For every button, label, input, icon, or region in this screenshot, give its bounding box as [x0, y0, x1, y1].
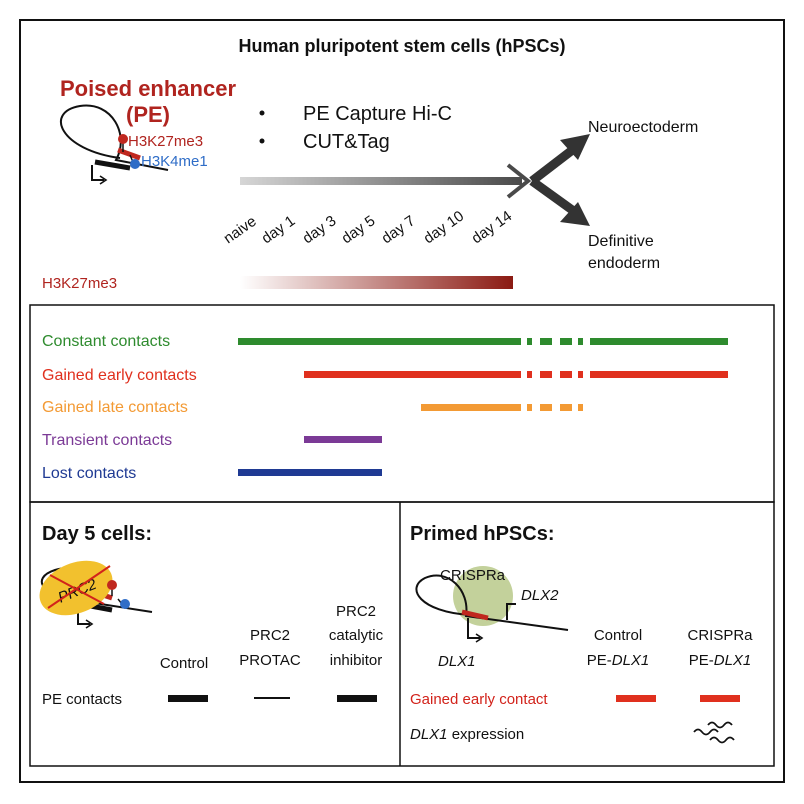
outer-frame [19, 19, 785, 783]
col-crispra-line1: CRISPRa [687, 627, 753, 644]
pe-contacts-control-bar [168, 695, 208, 702]
timepoint-day7: day 7 [379, 212, 419, 247]
contact-bar-constant [238, 338, 728, 345]
fate-definitive: Definitive [588, 233, 654, 250]
gene-dlx2-label: DLX2 [521, 587, 559, 604]
timeline-arrowhead-icon [506, 163, 532, 199]
timepoint-day5: day 5 [339, 212, 379, 247]
col-inhibitor-line1: PRC2 [336, 603, 376, 620]
contact-label-constant: Constant contacts [42, 333, 170, 350]
h3k4me1-mark-label: H3K4me1 [141, 153, 208, 170]
method-cut-and-tag: CUT&Tag [303, 131, 390, 153]
fate-endoderm: endoderm [588, 255, 660, 272]
h3k27me3-level-label: H3K27me3 [42, 275, 117, 292]
gene-dlx1-label: DLX1 [438, 653, 476, 670]
method-capture-hic: PE Capture Hi-C [303, 103, 452, 125]
contact-bar-gained-early [304, 371, 728, 378]
dlx1-expression-row-label: DLX1 expression [410, 726, 524, 743]
pe-contacts-protac-bar [254, 697, 290, 699]
contact-bar-lost [238, 469, 382, 476]
timepoint-day3: day 3 [300, 212, 340, 247]
bullet-icon [259, 110, 265, 116]
rna-transcript-icon [693, 721, 735, 744]
primed-chromatin-loop [415, 574, 569, 643]
col-control-primed-line2: PE-DLX1 [587, 652, 650, 669]
col-protac-line2: PROTAC [239, 652, 301, 669]
pe-contacts-inhibitor-bar [337, 695, 377, 702]
timepoint-naive: naive [221, 213, 260, 247]
prc2-strike-icon [47, 565, 111, 609]
fate-neuroectoderm: Neuroectoderm [588, 119, 698, 136]
col-control-primed-line1: Control [594, 627, 642, 644]
col-protac-line1: PRC2 [250, 627, 290, 644]
timepoint-day14: day 14 [469, 208, 516, 248]
histone-mark-lollipops [118, 134, 140, 169]
gained-early-crispra-bar [700, 695, 740, 702]
day5-panel-title: Day 5 cells: [42, 523, 152, 545]
col-control: Control [160, 655, 208, 672]
gained-early-contact-row-label: Gained early contact [410, 691, 548, 708]
h3k27me3-mark-label: H3K27me3 [128, 133, 203, 150]
primed-panel-title: Primed hPSCs: [410, 523, 554, 545]
crispra-label: CRISPRa [440, 567, 506, 584]
contact-bar-gained-late [421, 404, 583, 411]
h3k27me3-lollipop-icon [107, 580, 117, 590]
contact-label-gained-early: Gained early contacts [42, 367, 197, 384]
timepoint-day1: day 1 [259, 212, 299, 247]
pe-title-line2: (PE) [126, 102, 170, 127]
col-inhibitor-line2: catalytic [329, 627, 384, 644]
timeline-arrow-shaft [240, 177, 522, 185]
bifurcation-arrows [529, 134, 590, 226]
timepoint-day10: day 10 [421, 208, 468, 248]
prc2-strike-icon [49, 574, 105, 605]
col-inhibitor-line3: inhibitor [330, 652, 383, 669]
pe-title-line1: Poised enhancer [60, 76, 237, 101]
contact-label-gained-late: Gained late contacts [42, 399, 188, 416]
contact-label-transient: Transient contacts [42, 432, 172, 449]
h3k27me3-gradient-bar [240, 276, 513, 289]
contact-bar-transient [304, 436, 382, 443]
bottom-panel [29, 501, 775, 767]
gained-early-control-bar [616, 695, 656, 702]
main-title: Human pluripotent stem cells (hPSCs) [238, 36, 565, 56]
col-crispra-line2: PE-DLX1 [689, 652, 752, 669]
bullet-icon [259, 138, 265, 144]
h3k4me1-lollipop-icon [120, 599, 130, 609]
pe-contacts-row-label: PE contacts [42, 691, 122, 708]
contact-label-lost: Lost contacts [42, 465, 136, 482]
